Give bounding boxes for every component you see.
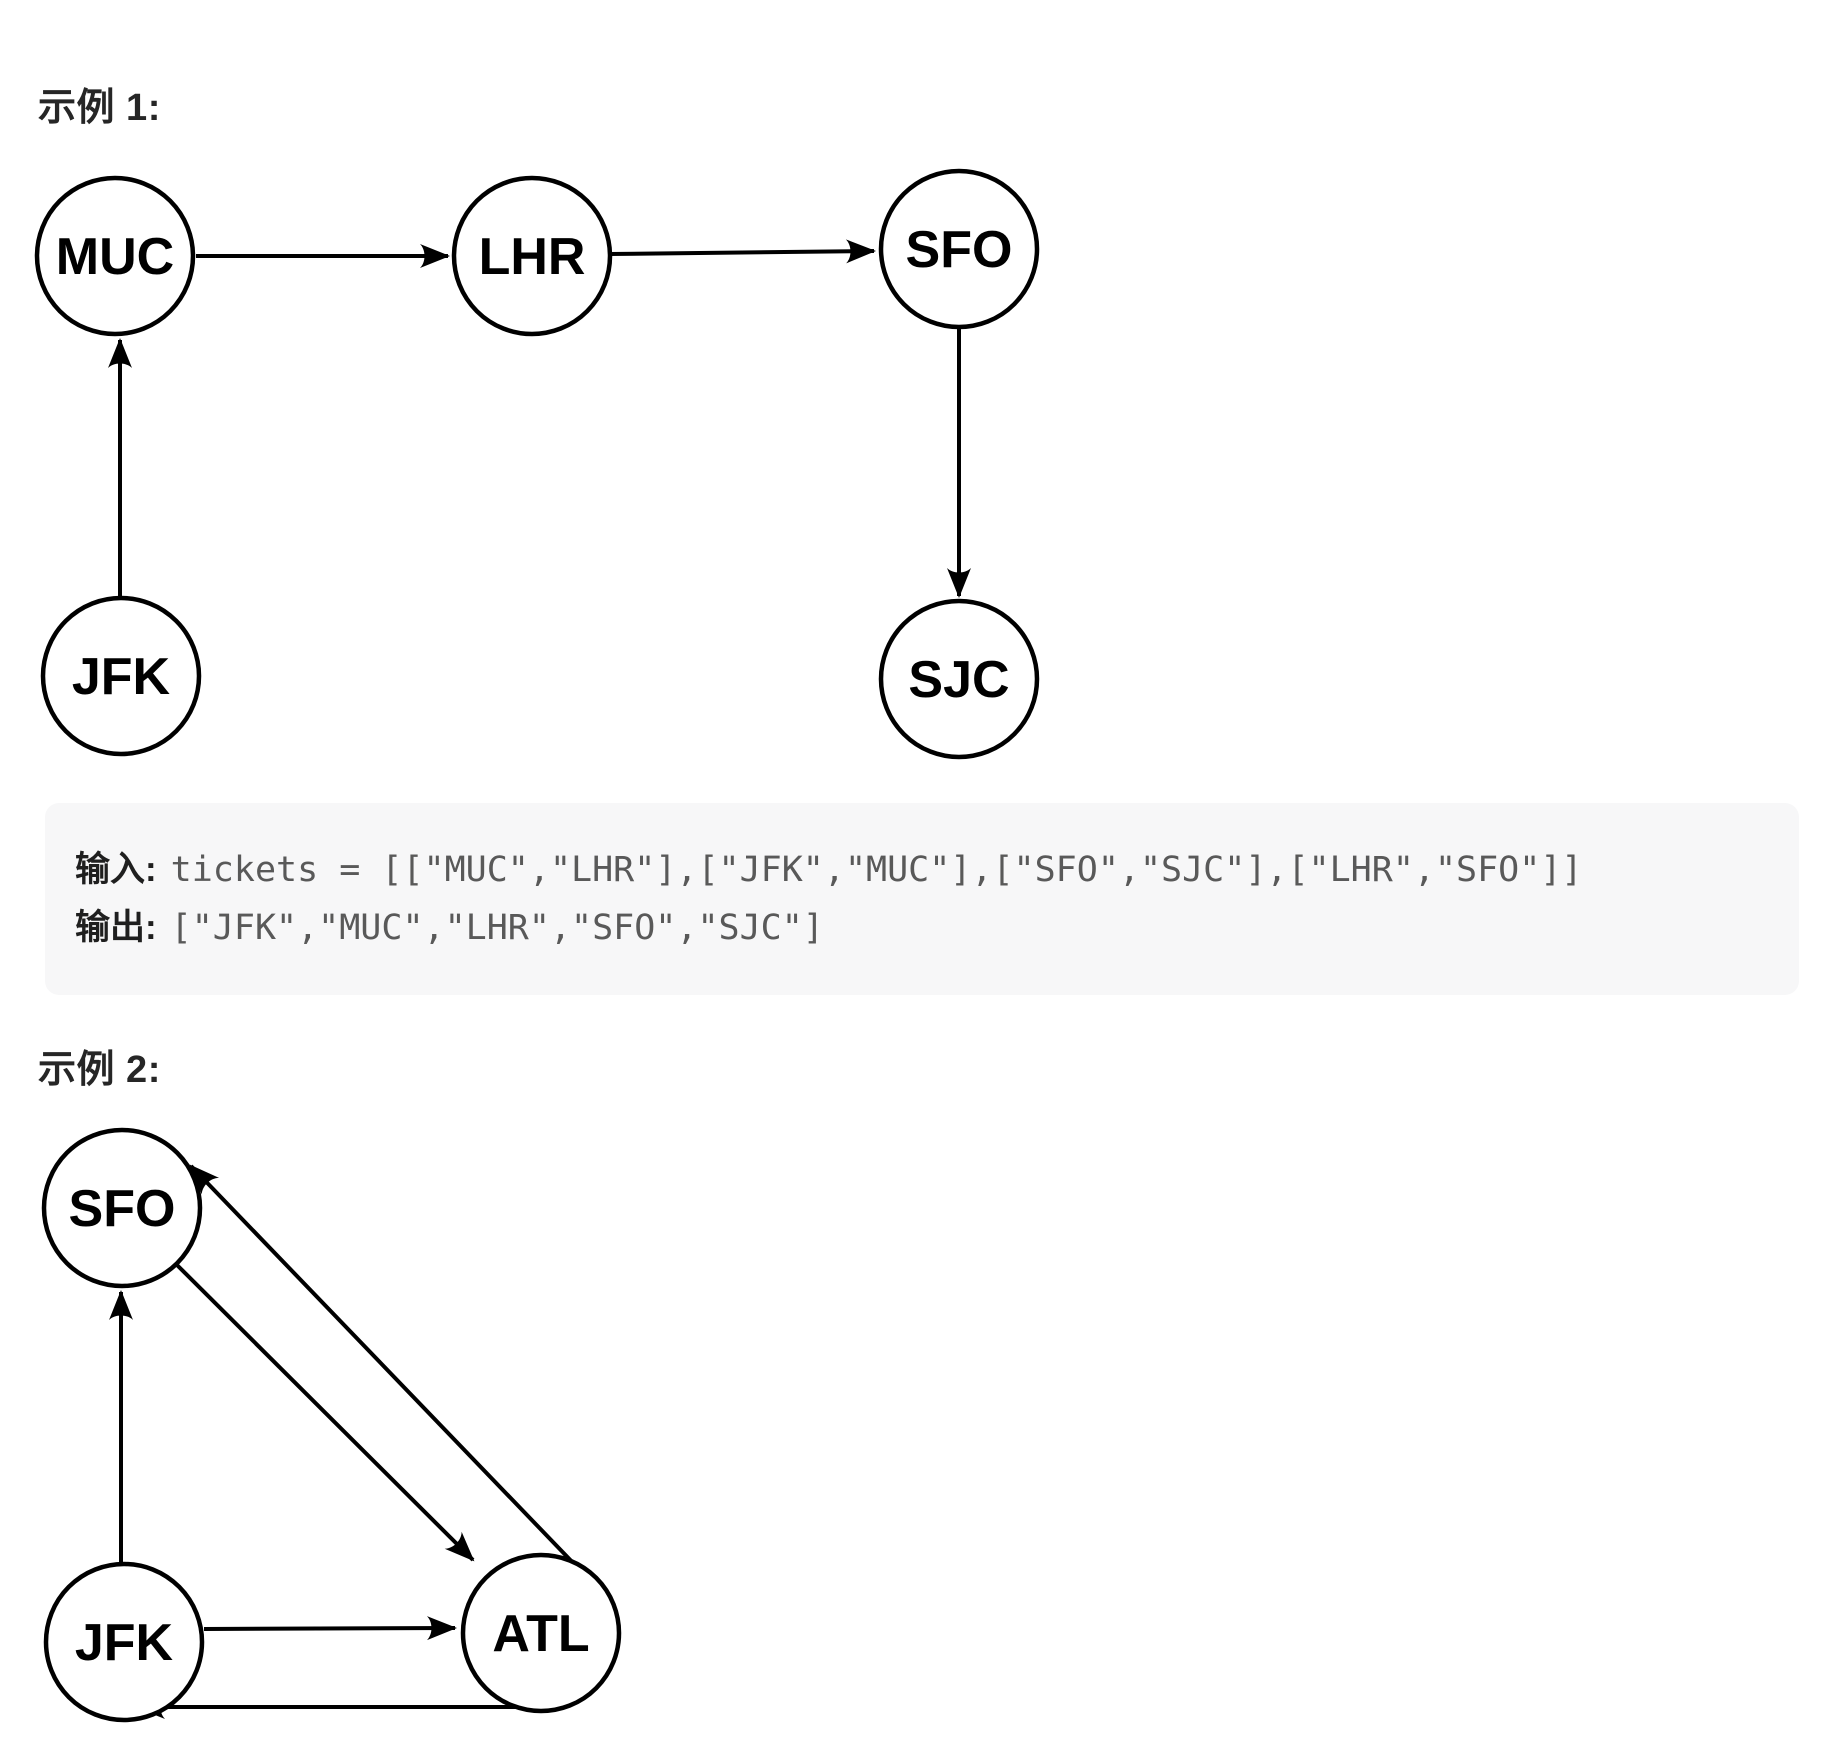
node-atl: ATL — [460, 1552, 622, 1714]
node-jfk-circle — [40, 595, 202, 757]
edge-atl-to-sfo — [189, 1164, 580, 1570]
node-atl-label: ATL — [492, 1605, 589, 1663]
node-lhr-label: LHR — [479, 228, 586, 286]
node-muc-label: MUC — [56, 228, 174, 286]
input-value: tickets = [["MUC","LHR"],["JFK","MUC"],[… — [170, 850, 1583, 890]
node-jfk: JFK — [40, 595, 202, 757]
edge-lhr-to-sfo — [609, 239, 876, 264]
node-sjc-circle — [878, 598, 1040, 760]
node-jfk-label: JFK — [72, 648, 171, 706]
node-sfo-circle — [41, 1127, 203, 1289]
edge-sfo-to-atl — [175, 1263, 475, 1562]
example1-io-block: 输入: tickets = [["MUC","LHR"],["JFK","MUC"… — [45, 803, 1799, 995]
node-sfo-label: SFO — [906, 221, 1013, 279]
output-label: 输出: — [75, 908, 157, 947]
node-sjc-label: SJC — [908, 651, 1009, 709]
example2-graph: SFO JFK ATL — [41, 1127, 622, 1723]
node-sfo: SFO — [41, 1127, 203, 1289]
node-atl-circle — [460, 1552, 622, 1714]
node-jfk: JFK — [43, 1561, 205, 1723]
input-line: 输入: tickets = [["MUC","LHR"],["JFK","MUC"… — [75, 841, 1769, 899]
node-sjc: SJC — [878, 598, 1040, 760]
node-jfk-label: JFK — [75, 1614, 174, 1672]
example2-heading: 示例 2: — [38, 1049, 161, 1091]
node-muc-circle — [34, 175, 196, 337]
example1-graph: MUC LHR SFO JFK SJC — [34, 168, 1040, 760]
output-value: ["JFK","MUC","LHR","SFO","SJC"] — [170, 908, 824, 948]
example1-heading: 示例 1: — [38, 87, 161, 129]
node-lhr: LHR — [451, 175, 613, 337]
node-sfo-label: SFO — [69, 1180, 176, 1238]
edge-jfk-to-atl — [203, 1616, 457, 1641]
node-sfo-circle — [878, 168, 1040, 330]
node-muc: MUC — [34, 175, 196, 337]
input-label: 输入: — [75, 850, 157, 889]
output-line: 输出: ["JFK","MUC","LHR","SFO","SJC"] — [75, 899, 1769, 957]
node-sfo: SFO — [878, 168, 1040, 330]
node-lhr-circle — [451, 175, 613, 337]
node-jfk-circle — [43, 1561, 205, 1723]
